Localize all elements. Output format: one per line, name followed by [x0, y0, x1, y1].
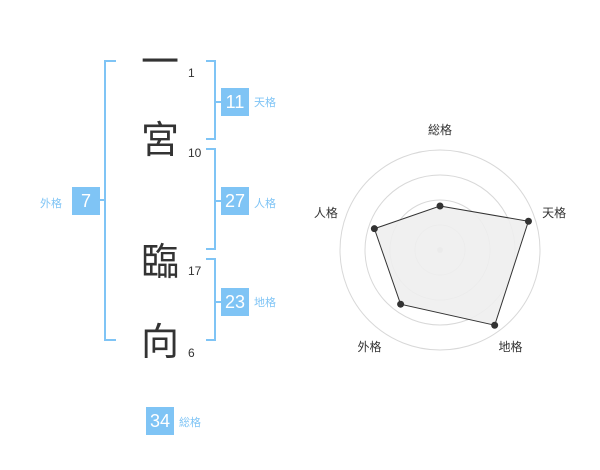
chikaku-label: 地格 [254, 296, 276, 309]
chikaku-bracket [206, 258, 216, 341]
radar-points [370, 202, 532, 329]
soukaku-label: 総格 [179, 416, 201, 429]
tenkaku-badge: 11 [221, 88, 249, 116]
soukaku-badge: 34 [146, 407, 174, 435]
name-char-2: 宮 [140, 118, 179, 162]
radar-point [397, 300, 405, 308]
jinkaku-badge: 27 [221, 187, 249, 215]
radar-axis-label: 天格 [542, 205, 566, 220]
radar-axis-label: 地格 [499, 339, 523, 354]
radar-point [491, 321, 499, 329]
stroke-count-2: 10 [188, 146, 202, 160]
chikaku-connector [214, 301, 222, 303]
radar-ring [339, 149, 541, 351]
jinkaku-bracket [206, 148, 216, 250]
jinkaku-connector [214, 200, 222, 202]
radar-axis-label: 人格 [314, 205, 338, 220]
radar-point [370, 225, 378, 233]
gaikaku-connector [98, 199, 106, 201]
jinkaku-label: 人格 [254, 197, 276, 210]
radar-data-polygon [373, 205, 530, 326]
tenkaku-bracket [206, 60, 216, 140]
radar-point [524, 217, 532, 225]
name-char-4: 向 [140, 320, 179, 364]
stroke-count-4: 6 [188, 346, 195, 360]
tenkaku-label: 天格 [254, 96, 276, 109]
name-char-1: 一 [140, 40, 179, 84]
tenkaku-connector [214, 101, 222, 103]
name-char-3: 臨 [140, 240, 179, 284]
stroke-count-1: 1 [188, 66, 195, 80]
stroke-count-3: 17 [188, 264, 202, 278]
gaikaku-label: 外格 [40, 197, 62, 210]
radar-point [436, 202, 444, 210]
gaikaku-badge: 7 [72, 187, 100, 215]
radar-axis-label: 外格 [357, 339, 381, 354]
chikaku-badge: 23 [221, 288, 249, 316]
radar-axis-label: 総格 [428, 122, 452, 137]
